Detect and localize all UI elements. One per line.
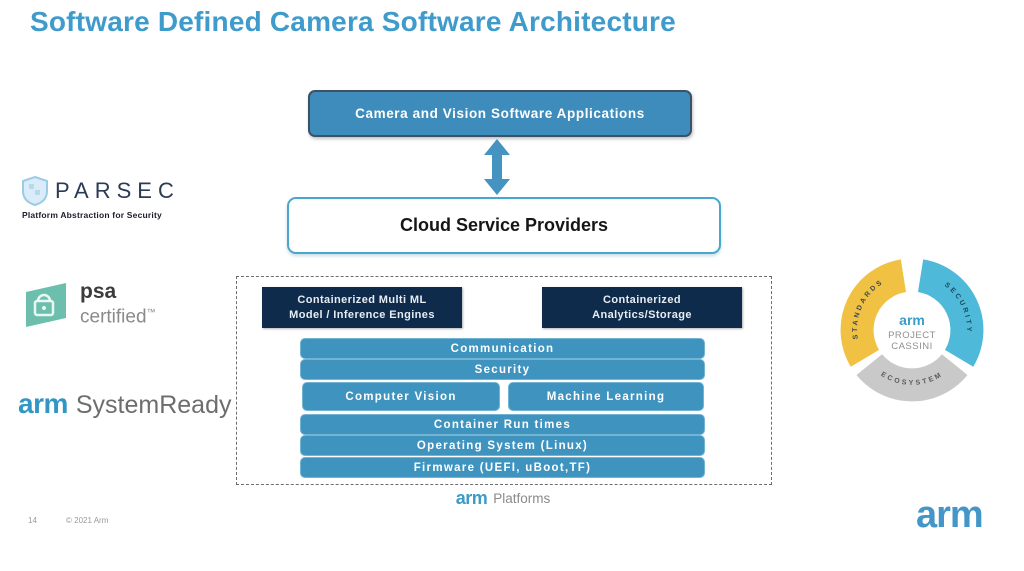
platform-dashed-container <box>236 276 772 485</box>
parsec-logo: PARSEC Platform Abstraction for Security <box>22 176 197 220</box>
arm-platforms-caption: arm Platforms <box>236 488 770 509</box>
arm-logo: arm <box>916 494 984 536</box>
cassini-security-segment <box>917 259 984 367</box>
containerized-analytics-line2: Analytics/Storage <box>592 308 692 321</box>
layer-communication: Communication <box>300 338 705 359</box>
layer-operating-system: Operating System (Linux) <box>300 435 705 456</box>
parsec-shield-icon <box>22 176 48 206</box>
containerized-ml-line1: Containerized Multi ML <box>297 293 427 306</box>
cassini-center-circle <box>874 292 950 368</box>
bidirectional-arrow-icon <box>484 139 510 195</box>
cassini-ecosystem-segment <box>856 353 968 402</box>
containerized-analytics-line1: Containerized <box>603 293 681 306</box>
psa-lock-icon <box>26 283 66 327</box>
project-cassini-badge: STANDARDS SECURITY ECOSYSTEM arm PROJECT… <box>840 259 984 402</box>
cassini-arm-wordmark: arm <box>899 312 925 328</box>
page-title: Software Defined Camera Software Archite… <box>30 6 676 37</box>
layer-computer-vision: Computer Vision <box>302 382 500 411</box>
cassini-cassini-label: CASSINI <box>891 341 933 352</box>
applications-box: Camera and Vision Software Applications <box>308 90 692 137</box>
page-number: 14 <box>28 516 37 525</box>
arm-systemready-logo: arm SystemReady <box>18 388 232 420</box>
systemready-label: SystemReady <box>75 391 232 419</box>
copyright-text: © 2021 Arm <box>66 516 109 525</box>
layer-container-runtimes: Container Run times <box>300 414 705 435</box>
containerized-analytics-box: Containerized Analytics/Storage <box>542 287 742 328</box>
cloud-providers-label: Cloud Service Providers <box>399 215 609 235</box>
layer-firmware: Firmware (UEFI, uBoot,TF) <box>300 457 705 478</box>
platforms-label: Platforms <box>493 491 551 506</box>
arm-wordmark: arm <box>455 488 488 508</box>
containerized-ml-box: Containerized Multi ML Model / Inference… <box>262 287 462 328</box>
applications-box-label: Camera and Vision Software Applications <box>355 106 645 121</box>
parsec-wordmark: PARSEC <box>55 178 180 203</box>
arm-wordmark: arm <box>18 388 68 419</box>
cassini-standards-segment <box>840 259 907 367</box>
psa-certified-logo: psa certified™ <box>20 281 156 329</box>
trademark-symbol: ™ <box>146 307 156 318</box>
containerized-ml-line2: Model / Inference Engines <box>289 308 435 321</box>
cassini-project-label: PROJECT <box>888 330 936 341</box>
psa-wordmark: psa <box>80 280 117 304</box>
layer-security: Security <box>300 359 705 380</box>
parsec-tagline: Platform Abstraction for Security <box>22 210 162 220</box>
psa-certified-text: certified™ <box>80 306 156 328</box>
cloud-providers-box: Cloud Service Providers <box>287 197 721 254</box>
layer-machine-learning: Machine Learning <box>508 382 704 411</box>
